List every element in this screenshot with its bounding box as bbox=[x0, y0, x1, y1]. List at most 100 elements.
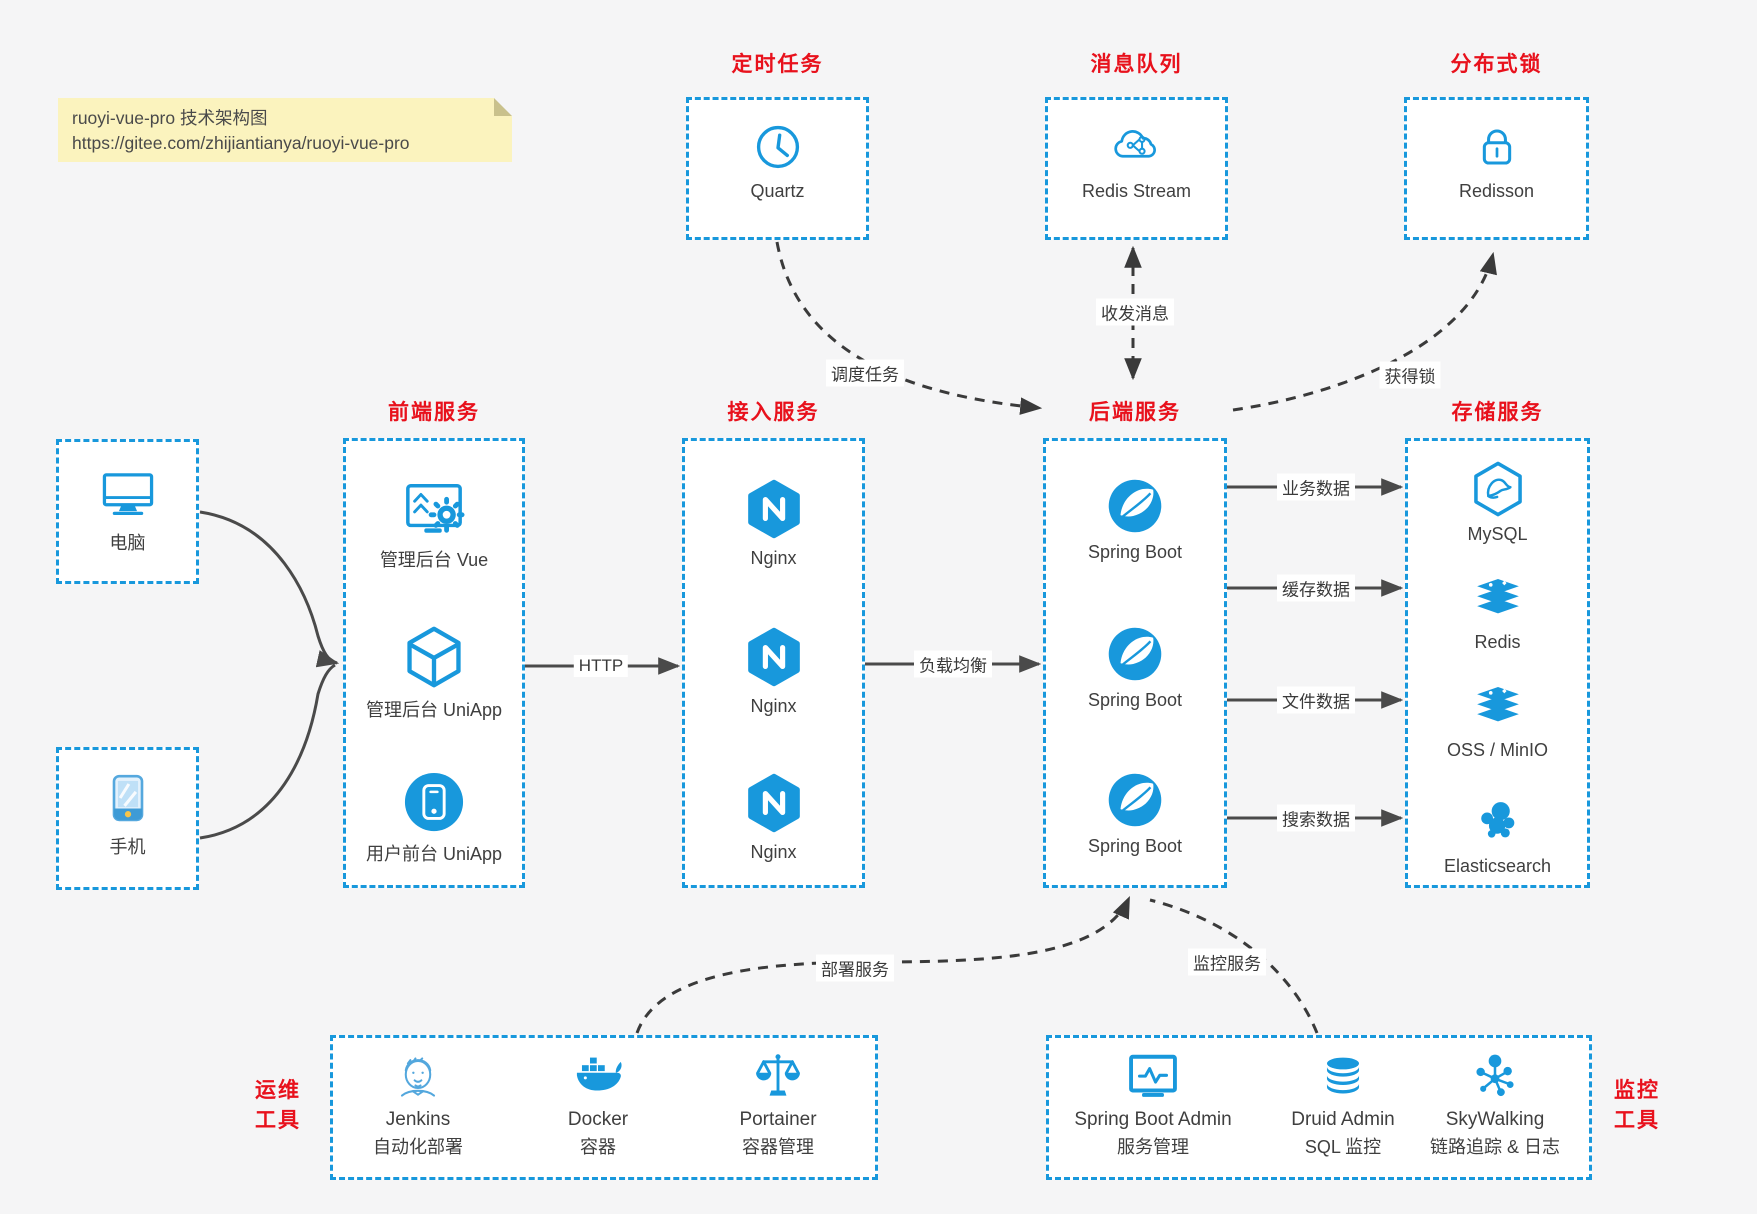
spring-icon bbox=[1108, 479, 1162, 533]
node-label: 手机 bbox=[109, 837, 146, 857]
tool-name: Spring Boot Admin bbox=[1074, 1109, 1232, 1130]
node-label: Nginx bbox=[750, 548, 797, 568]
node-label: OSS / MinIO bbox=[1446, 740, 1549, 760]
column-title-backend: 后端服务 bbox=[1089, 401, 1181, 424]
node-label: Nginx bbox=[750, 696, 797, 716]
edge-label-deploy-service: 部署服务 bbox=[816, 954, 894, 982]
node-label: 用户前台 UniApp bbox=[365, 844, 503, 864]
column-title-storage: 存储服务 bbox=[1451, 401, 1544, 424]
node-oss-minio: OSS / MinIO bbox=[1408, 677, 1587, 761]
edge-label-send-receive: 收发消息 bbox=[1096, 298, 1174, 326]
node-nginx-3: Nginx bbox=[685, 771, 862, 863]
node-label: Spring Boot bbox=[1087, 690, 1183, 710]
node-label: 管理后台 Vue bbox=[379, 550, 489, 570]
box-backend: Spring Boot Spring Boot Spring Boot bbox=[1043, 438, 1227, 888]
node-redisson: Redisson bbox=[1407, 120, 1586, 202]
tool-desc: 服务管理 bbox=[1117, 1137, 1189, 1157]
boot-admin-icon bbox=[1129, 1054, 1177, 1097]
node-label: Nginx bbox=[750, 842, 797, 862]
tool-desc: SQL 监控 bbox=[1304, 1137, 1382, 1157]
node-jenkins: Jenkins 自动化部署 bbox=[338, 1050, 498, 1159]
node-mysql: MySQL bbox=[1408, 459, 1587, 545]
node-redis: Redis bbox=[1408, 569, 1587, 653]
box-frontend: 管理后台 Vue 管理后台 UniApp 用户前台 UniApp bbox=[343, 438, 525, 888]
edge-label-acquire-lock: 获得锁 bbox=[1379, 361, 1441, 389]
edge-monitor-service bbox=[1149, 898, 1319, 1034]
tool-name: Druid Admin bbox=[1291, 1109, 1395, 1130]
edge-schedule-task bbox=[775, 241, 1043, 415]
edge-label-monitor-service: 监控服务 bbox=[1188, 948, 1266, 976]
nginx-icon bbox=[747, 627, 800, 687]
node-phone: 手机 bbox=[59, 770, 196, 859]
node-label: Spring Boot bbox=[1087, 542, 1183, 562]
tool-name: Docker bbox=[567, 1109, 629, 1130]
admin-vue-icon bbox=[406, 483, 465, 533]
note-title: ruoyi-vue-pro 技术架构图 bbox=[72, 108, 268, 128]
edge-label-schedule-task: 调度任务 bbox=[826, 359, 904, 387]
mobile-icon bbox=[112, 774, 143, 822]
tool-name: Portainer bbox=[739, 1109, 817, 1130]
tool-desc: 容器管理 bbox=[742, 1137, 814, 1157]
edge-label-biz-data: 业务数据 bbox=[1277, 473, 1355, 501]
mysql-icon bbox=[1473, 461, 1522, 517]
elasticsearch-icon bbox=[1480, 802, 1514, 838]
node-label: Elasticsearch bbox=[1443, 856, 1552, 876]
edge-computer-frontend bbox=[199, 510, 340, 668]
tool-name: SkyWalking bbox=[1445, 1109, 1545, 1130]
edge-label-cache-data: 缓存数据 bbox=[1277, 574, 1355, 602]
box-lock: Redisson bbox=[1404, 97, 1589, 240]
desktop-icon bbox=[102, 473, 153, 516]
column-title-gateway: 接入服务 bbox=[727, 401, 820, 424]
note-link[interactable]: https://gitee.com/zhijiantianya/ruoyi-vu… bbox=[72, 133, 410, 153]
lock-icon bbox=[1482, 129, 1511, 165]
box-storage: MySQL Redis bbox=[1405, 438, 1590, 888]
node-label: 电脑 bbox=[109, 533, 146, 553]
node-nginx-1: Nginx bbox=[685, 477, 862, 569]
group-title-monitoring: 监控 工具 bbox=[1614, 1079, 1660, 1132]
gear-glyph bbox=[428, 496, 465, 533]
node-user-uniapp: 用户前台 UniApp bbox=[346, 771, 522, 866]
node-druid-admin: Druid Admin SQL 监控 bbox=[1243, 1050, 1443, 1159]
node-label: Quartz bbox=[750, 181, 805, 201]
node-elasticsearch: Elasticsearch bbox=[1408, 793, 1587, 877]
edge-acquire-lock bbox=[1232, 251, 1497, 412]
node-docker: Docker 容器 bbox=[518, 1050, 678, 1159]
spring-icon bbox=[1108, 627, 1162, 681]
spring-icon bbox=[1108, 773, 1162, 827]
node-label: MySQL bbox=[1467, 524, 1528, 544]
sticky-note: ruoyi-vue-pro 技术架构图 https://gitee.com/zh… bbox=[58, 98, 512, 162]
tool-desc: 自动化部署 bbox=[373, 1137, 463, 1157]
clock-icon bbox=[756, 125, 799, 169]
portainer-icon bbox=[756, 1054, 800, 1096]
box-monitoring: Spring Boot Admin 服务管理 Druid Admin SQL 监… bbox=[1046, 1035, 1592, 1180]
node-springboot-2: Spring Boot bbox=[1046, 625, 1224, 711]
node-skywalking: SkyWalking 链路追踪 & 日志 bbox=[1398, 1050, 1592, 1159]
nginx-icon bbox=[747, 479, 800, 539]
skywalking-icon bbox=[1476, 1054, 1514, 1097]
oss-stack-icon bbox=[1476, 686, 1519, 722]
tool-desc: 容器 bbox=[580, 1137, 616, 1157]
node-springboot-admin: Spring Boot Admin 服务管理 bbox=[1053, 1050, 1253, 1159]
node-nginx-2: Nginx bbox=[685, 625, 862, 717]
node-label: Redis Stream bbox=[1081, 181, 1192, 201]
tool-name: Jenkins bbox=[385, 1109, 451, 1130]
node-label: 管理后台 UniApp bbox=[365, 700, 503, 720]
edge-label-load-balance: 负载均衡 bbox=[914, 650, 992, 678]
edge-phone-frontend bbox=[199, 663, 336, 840]
group-title-devops: 运维 工具 bbox=[255, 1079, 301, 1132]
node-springboot-3: Spring Boot bbox=[1046, 771, 1224, 857]
group-title-lock: 分布式锁 bbox=[1450, 53, 1543, 76]
group-title-scheduler: 定时任务 bbox=[731, 53, 824, 76]
uniapp-phone-icon bbox=[404, 772, 464, 832]
edge-label-search-data: 搜索数据 bbox=[1277, 804, 1355, 832]
box-mq: Redis Stream bbox=[1045, 97, 1228, 240]
box-gateway: Nginx Nginx Nginx bbox=[682, 438, 865, 888]
column-title-frontend: 前端服务 bbox=[388, 401, 480, 424]
druid-db-icon bbox=[1326, 1057, 1360, 1094]
node-quartz: Quartz bbox=[689, 120, 866, 202]
edge-label-http: HTTP bbox=[573, 655, 629, 677]
node-label: Redis bbox=[1474, 632, 1521, 652]
docker-icon bbox=[576, 1057, 622, 1091]
tool-desc: 链路追踪 & 日志 bbox=[1429, 1137, 1560, 1157]
